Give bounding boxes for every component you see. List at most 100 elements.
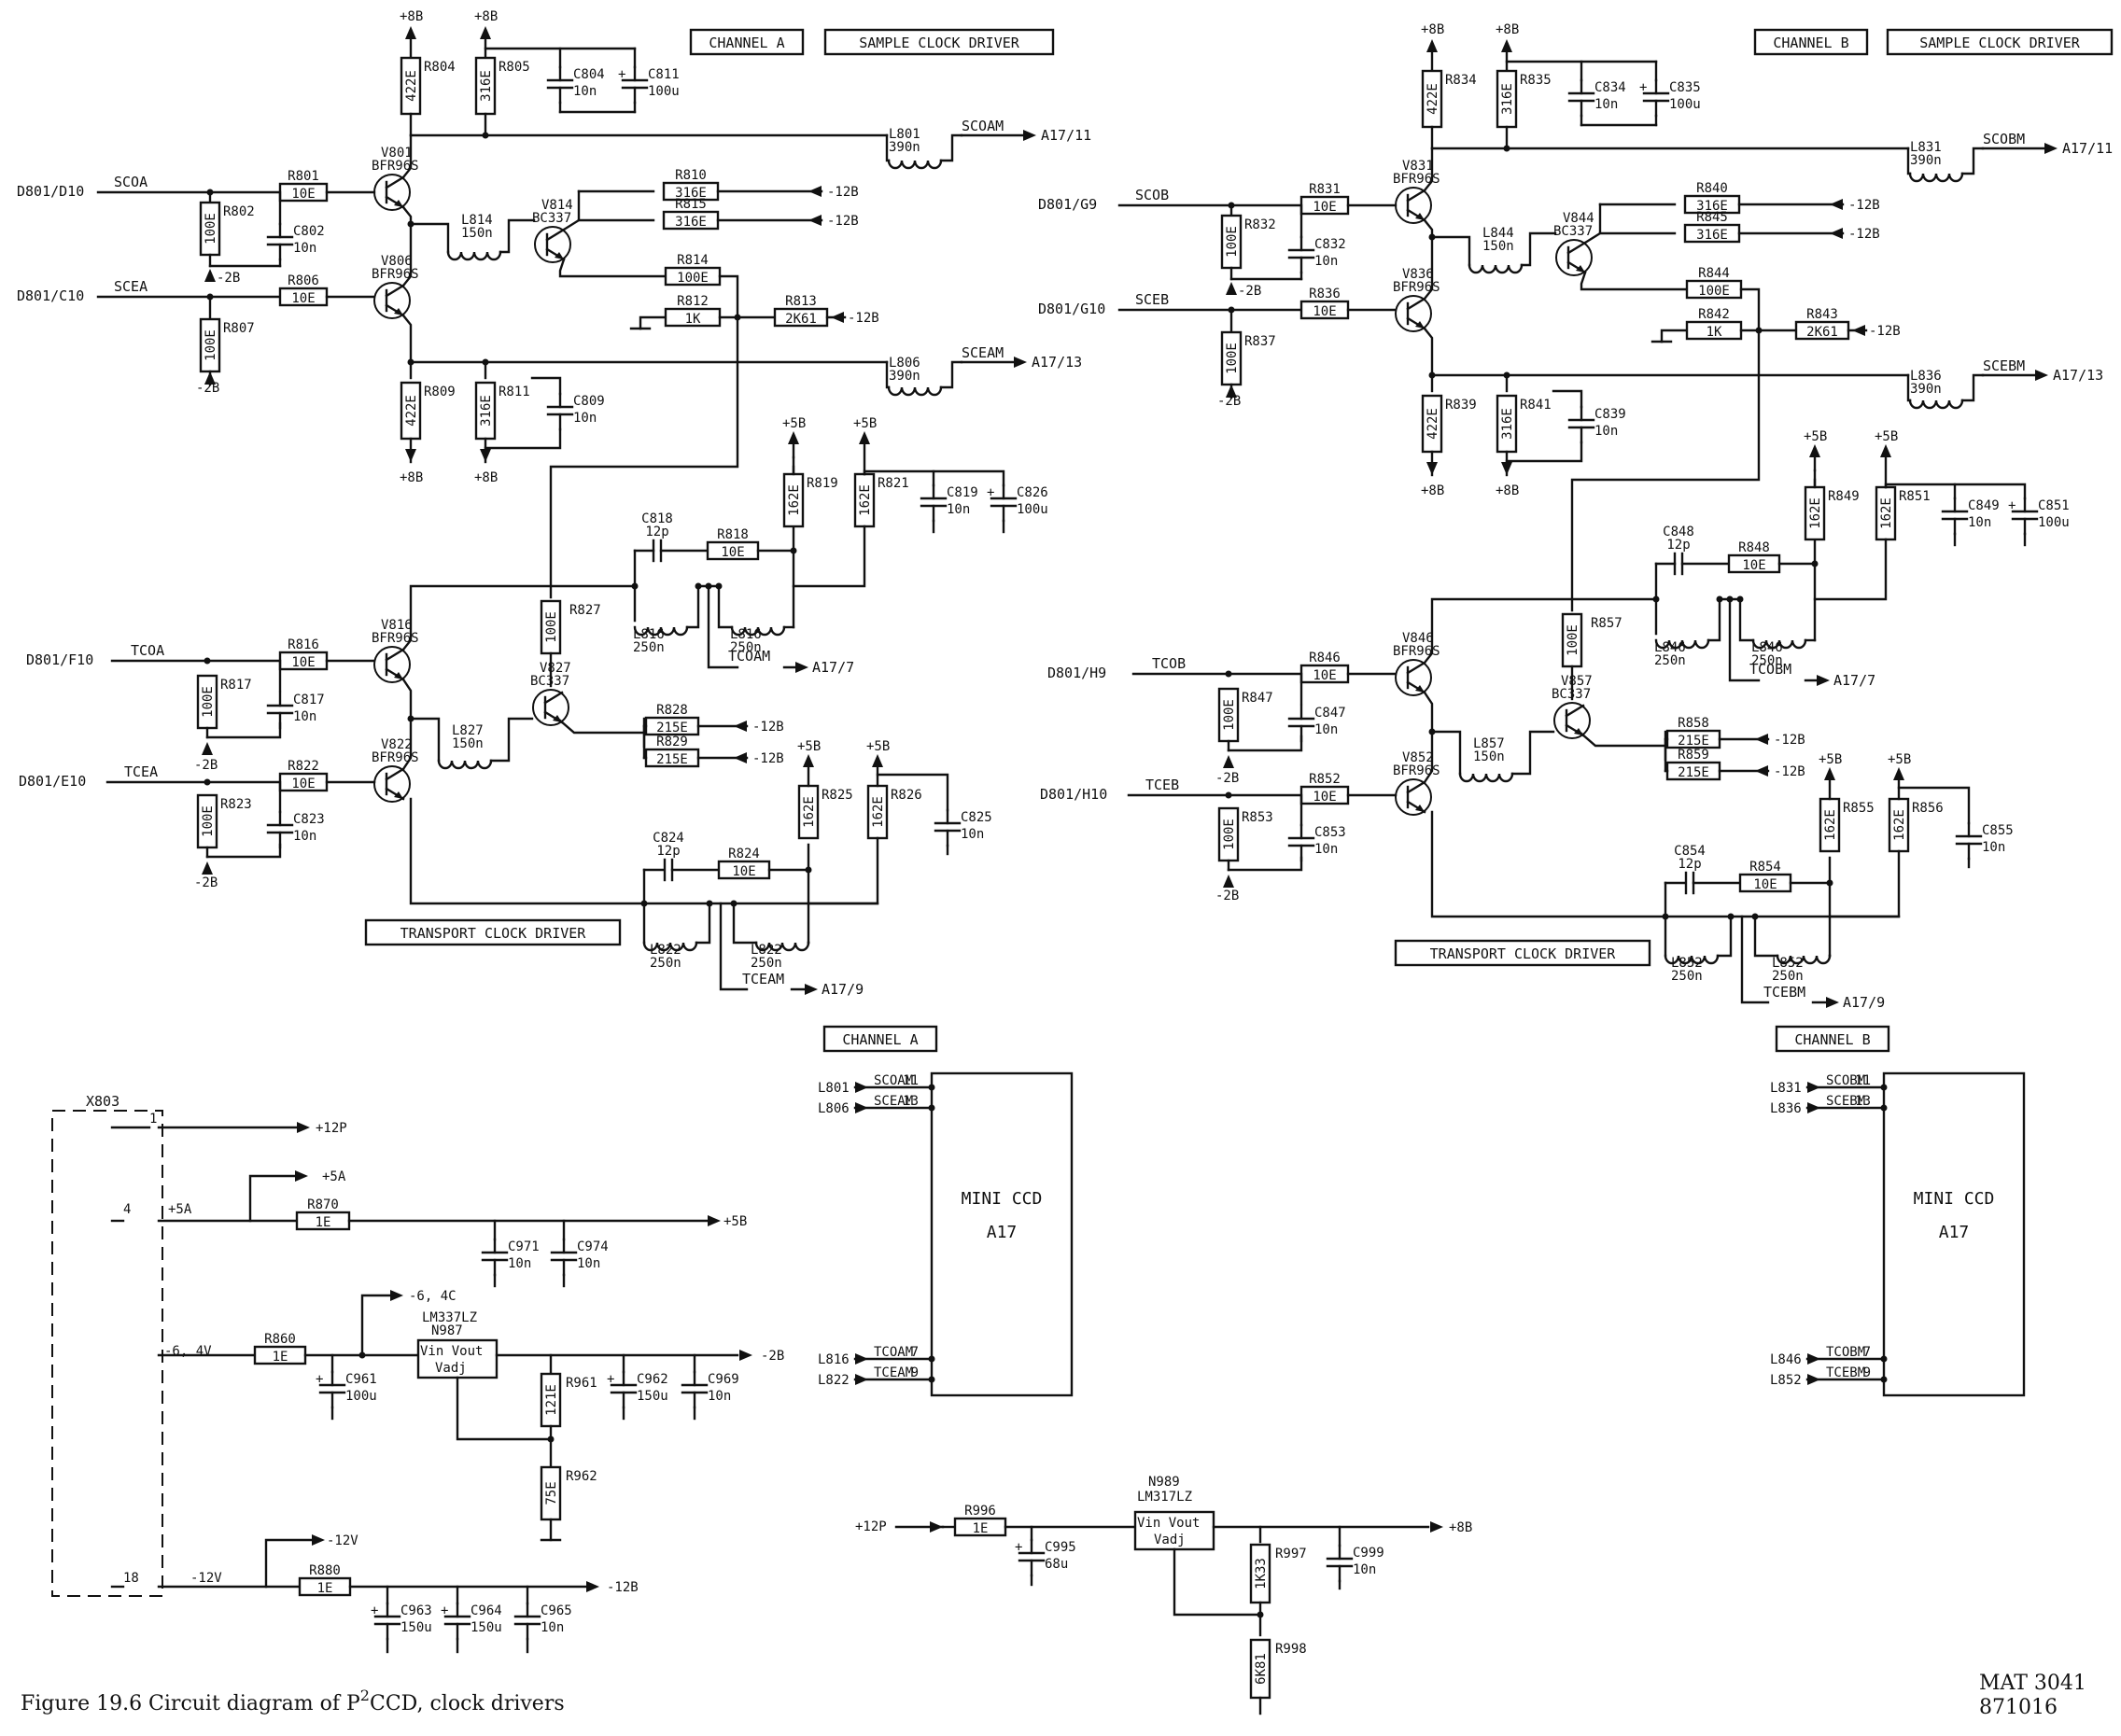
ccd-channel-title <box>1775 1025 1890 1053</box>
c-963-plus-icon: + <box>371 1603 378 1618</box>
transistor-q1 <box>373 174 411 211</box>
c-962-ref: C962 <box>637 1372 668 1387</box>
coil-l816a-value: 250n <box>633 640 665 655</box>
input-src-4: D801/E10 <box>19 773 86 790</box>
regulator-type: LM317LZ <box>1137 1490 1192 1505</box>
pin-net: SCOAM <box>874 1073 913 1088</box>
r-top-a-value: 422E <box>1426 83 1440 115</box>
pin-number: 11 <box>903 1073 919 1088</box>
c-974-value: 10n <box>577 1256 600 1271</box>
arrow-icon <box>708 1215 721 1226</box>
r-998-value: 6K81 <box>1254 1653 1269 1685</box>
r-bot-b-ref: R811 <box>499 385 530 399</box>
c-962-value: 150u <box>637 1389 668 1404</box>
wire <box>1423 691 1434 734</box>
arrow-icon <box>312 1534 325 1546</box>
rail-label: +5B <box>1875 429 1898 444</box>
r-880-value: 1E <box>317 1581 333 1596</box>
r-821-ref: R821 <box>878 476 909 491</box>
r-in-3-ref: R816 <box>288 637 319 652</box>
output-dest-2: A17/13 <box>1032 354 1082 371</box>
arrow-icon <box>1023 130 1036 141</box>
coil-l822b <box>1776 954 1832 965</box>
r-880-ref: R880 <box>309 1563 341 1578</box>
c-824-value: 12p <box>656 844 680 859</box>
wire <box>409 717 441 763</box>
wire <box>707 584 739 669</box>
net-label: +5A <box>322 1169 346 1184</box>
coil-l822a <box>1664 954 1720 965</box>
wire <box>1227 856 1303 872</box>
r-828-value: 215E <box>1678 734 1709 749</box>
r-813-ref: R813 <box>785 294 817 309</box>
coil-out-1-value: 390n <box>889 140 920 155</box>
r-818-value: 10E <box>721 545 744 560</box>
coil-l814-value: 150n <box>1482 239 1514 254</box>
output-dest-1: A17/11 <box>2062 140 2113 157</box>
coil-l822b-ref: L852 <box>1772 956 1804 971</box>
input-src-3: D801/F10 <box>26 651 93 668</box>
transistor-q5-emitter-arrow-icon <box>394 791 403 799</box>
arrow-icon <box>1809 444 1820 457</box>
r-818-ref: R848 <box>1738 540 1770 555</box>
wire <box>1423 147 1434 192</box>
r-819-value: 162E <box>787 484 802 516</box>
pin-ref: L801 <box>818 1081 850 1096</box>
sample-clock-title-a-text: SAMPLE CLOCK DRIVER <box>859 35 1020 51</box>
rail-label: +5B <box>866 739 890 754</box>
coil-out-2 <box>887 385 943 397</box>
c-in-4-ref: C853 <box>1314 825 1346 840</box>
transistor-q3-ref: V844 <box>1563 211 1594 226</box>
r-825-ref: R825 <box>822 788 853 803</box>
transistor-q5-emitter-arrow-icon <box>1415 805 1425 812</box>
r-825-value: 162E <box>1823 809 1838 841</box>
rail-label: -2B <box>217 271 240 286</box>
c-818-value: 12p <box>1666 538 1690 553</box>
r-in-1-value: 10E <box>291 187 315 202</box>
c-bot-ref: C839 <box>1594 407 1626 422</box>
transistor-q3-emitter-arrow-icon <box>1576 265 1585 273</box>
c-in-1-value: 10n <box>1314 254 1338 269</box>
r-bot-a-ref: R839 <box>1445 398 1477 413</box>
sample-clock-title-b <box>1886 28 2114 56</box>
arrow-icon <box>808 215 822 226</box>
rail-label: +8B <box>1496 22 1519 37</box>
arrow-icon <box>1226 385 1237 398</box>
wire <box>401 314 413 364</box>
input-net-1: SCOB <box>1135 187 1169 203</box>
c-in-4-ref: C823 <box>293 812 325 827</box>
transport-clock-title-b-text: TRANSPORT CLOCK DRIVER <box>1430 945 1617 962</box>
r-814-value: 100E <box>677 271 709 286</box>
arrow-icon <box>405 449 416 462</box>
pin-net: SCEAM <box>874 1094 913 1109</box>
r-824-ref: R854 <box>1749 860 1781 875</box>
r-bot-b-ref: R841 <box>1520 398 1552 413</box>
transistor-q4-type: BFR96S <box>372 631 419 646</box>
r-in-1-ref: R801 <box>288 169 319 184</box>
coil-out-1-value: 390n <box>1910 153 1942 168</box>
wire <box>939 360 963 389</box>
wire <box>1960 373 1985 402</box>
output-net-2: SCEAM <box>962 344 1004 361</box>
c-in-3-value: 10n <box>293 709 316 724</box>
r-814-ref: R814 <box>677 253 709 268</box>
wire <box>484 427 562 450</box>
caption-area: Figure 19.6 Circuit diagram of P2CCD, cl… <box>21 1672 2086 1719</box>
c-819-value: 10n <box>1968 515 1991 530</box>
net-label: -12B <box>607 1580 639 1595</box>
c-964-ref: C964 <box>471 1603 502 1618</box>
pin-ref: L836 <box>1770 1101 1802 1116</box>
wire <box>885 133 891 162</box>
r-top-a-value: 422E <box>404 70 419 102</box>
arrow-icon <box>1226 282 1237 295</box>
r-962-value: 75E <box>544 1481 559 1505</box>
r-819-ref: R849 <box>1828 489 1860 504</box>
pin-ref: L846 <box>1770 1352 1802 1367</box>
r-bot-a-value: 422E <box>1426 408 1440 440</box>
pin-net: SCEBM <box>1826 1094 1865 1109</box>
r-in-3-value: 10E <box>1313 668 1336 683</box>
wire <box>409 222 450 254</box>
sample-clock-title-a <box>823 28 1055 56</box>
transistor-q4-ref: V846 <box>1402 631 1434 646</box>
r-825-ref: R855 <box>1843 801 1875 816</box>
